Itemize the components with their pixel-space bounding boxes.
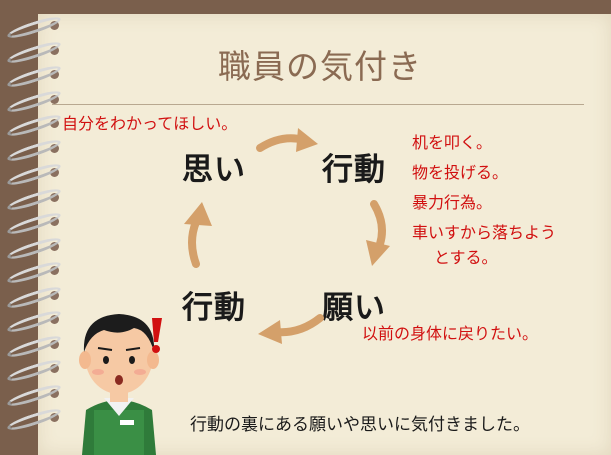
binding-hole xyxy=(50,413,59,422)
title-divider xyxy=(52,104,584,105)
binding-hole xyxy=(50,241,59,251)
binding-hole xyxy=(50,217,59,226)
conclusion-caption: 行動の裏にある願いや思いに気付きました。 xyxy=(190,415,530,435)
cycle-arrow-icon xyxy=(366,200,390,266)
node-action-bottom: 行動 xyxy=(182,290,246,326)
binding-hole xyxy=(50,315,59,324)
binding-hole xyxy=(50,94,59,104)
node-action-top: 行動 xyxy=(322,152,386,188)
binding-hole xyxy=(50,45,59,55)
binding-hole xyxy=(50,388,59,398)
binding-hole xyxy=(50,70,59,79)
binding-hole xyxy=(50,266,59,275)
binding-hole xyxy=(50,119,59,128)
binding-hole xyxy=(50,168,59,177)
page-title: 職員の気付き xyxy=(218,47,422,86)
cycle-arrow-icon xyxy=(256,128,318,152)
note-action-2: 物を投げる。 xyxy=(412,163,509,182)
note-want-understood: 自分をわかってほしい。 xyxy=(62,114,238,133)
staff-person-icon xyxy=(79,314,159,455)
note-action-1: 机を叩く。 xyxy=(412,133,493,152)
node-wish: 願い xyxy=(322,290,386,326)
binding-hole xyxy=(50,143,59,153)
note-wish: 以前の身体に戻りたい。 xyxy=(362,324,539,343)
binding-hole xyxy=(50,21,59,30)
note-action-3: 暴力行為。 xyxy=(412,193,493,212)
cycle-arrow-icon xyxy=(258,314,324,344)
note-action-4-cont: とする。 xyxy=(434,248,498,267)
node-thought: 思い xyxy=(182,152,246,188)
binding-hole xyxy=(50,290,59,300)
binding-hole xyxy=(50,364,59,373)
cycle-arrow-icon xyxy=(184,202,212,268)
note-action-4: 車いすから落ちよう xyxy=(412,223,557,242)
exclamation-icon xyxy=(152,318,162,353)
binding-hole xyxy=(50,339,59,349)
binding-hole xyxy=(50,192,59,202)
